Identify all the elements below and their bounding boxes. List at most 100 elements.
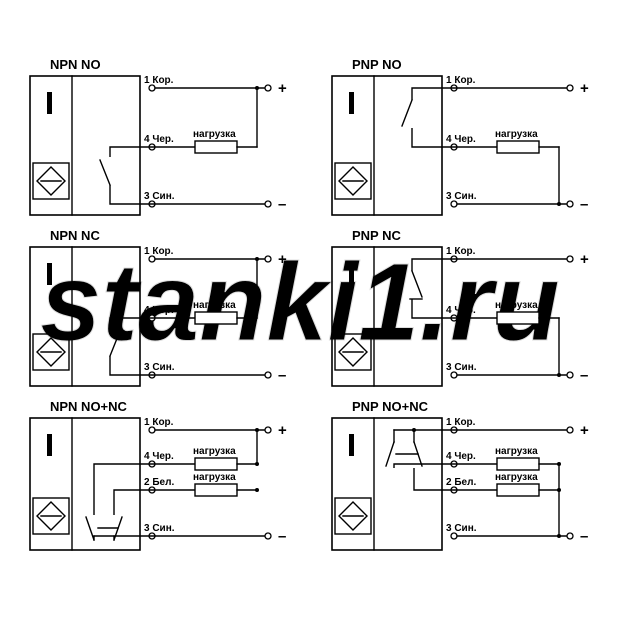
terminal-minus [264, 532, 272, 540]
sensor-i-symbol [47, 263, 52, 285]
switch-wire-nc-bottom [413, 468, 457, 491]
switch-wire-bottom [109, 356, 155, 376]
sensor-face-square [32, 162, 70, 200]
pin-label-black: 4 Чер. [446, 305, 476, 316]
panel-title: NPN NO+NC [50, 399, 128, 414]
terminal-minus [264, 200, 272, 208]
switch-wire-bottom [411, 128, 457, 148]
sensor-face-square [334, 162, 372, 200]
plus-label: + [580, 422, 589, 439]
load-resistor [194, 457, 238, 471]
junction-dot [557, 373, 561, 377]
panel-title: NPN NC [50, 228, 100, 243]
terminal-minus [566, 371, 574, 379]
pin-label-black: 4 Чер. [144, 134, 174, 145]
load-label: нагрузка [495, 446, 538, 457]
junction-dot [557, 202, 561, 206]
panel-6: PNP NO+NC1 Кор.4 Чер.2 Бел.3 Син.+–нагру… [331, 399, 589, 551]
switch-wire-bottom [411, 299, 457, 319]
sensor-face-diamond-icon [338, 337, 368, 367]
switch-wire-no-top [93, 463, 155, 515]
load-resistor [194, 140, 238, 154]
switch-blade-no [85, 516, 95, 541]
pin-label-black: 4 Чер. [446, 134, 476, 145]
terminal-plus [566, 84, 574, 92]
pin-label-white: 2 Бел. [446, 477, 476, 488]
minus-label: – [278, 367, 286, 384]
sensor-face-square [334, 497, 372, 535]
pin-label-brown: 1 Кор. [446, 417, 476, 428]
plus-label: + [580, 251, 589, 268]
load-label: нагрузка [495, 129, 538, 140]
junction-dot [557, 534, 561, 538]
terminal-minus [566, 532, 574, 540]
pin-label-brown: 1 Кор. [446, 246, 476, 257]
terminal-plus [566, 426, 574, 434]
load-resistor [496, 457, 540, 471]
pin-label-brown: 1 Кор. [446, 75, 476, 86]
plus-label: + [278, 422, 287, 439]
load-label: нагрузка [193, 129, 236, 140]
pin-label-blue: 3 Син. [144, 191, 175, 202]
switch-blade-nc [411, 270, 423, 298]
load-label: нагрузка [495, 300, 538, 311]
sensor-i-symbol [47, 434, 52, 456]
load-resistor [496, 483, 540, 497]
panel-4: PNP NC1 Кор.4 Чер.3 Син.+–нагрузка [331, 228, 589, 387]
sensor-i-symbol [47, 92, 52, 114]
panel-2: PNP NO1 Кор.4 Чер.3 Син.+–нагрузка [331, 57, 589, 216]
minus-label: – [278, 196, 286, 213]
sensor-face-diamond-icon [36, 166, 66, 196]
sensor-body [331, 75, 443, 216]
panel-title: NPN NO [50, 57, 101, 72]
sensor-face-diamond-icon [338, 166, 368, 196]
pin-label-brown: 1 Кор. [144, 417, 174, 428]
sensor-face-square [32, 333, 70, 371]
sensor-face-diamond-icon [36, 337, 66, 367]
pin-label-blue: 3 Син. [144, 362, 175, 373]
plus-label: + [278, 80, 287, 97]
sensor-face-diamond-icon [36, 501, 66, 531]
sensor-i-symbol [349, 263, 354, 285]
pin-label-black: 4 Чер. [144, 451, 174, 462]
minus-label: – [580, 196, 588, 213]
switch-wire-nc-top [113, 489, 155, 515]
pin-label-blue: 3 Син. [144, 523, 175, 534]
pin-label-black: 4 Чер. [446, 451, 476, 462]
load-label: нагрузка [193, 300, 236, 311]
watermark: stanki1.ru [40, 241, 560, 364]
minus-label: – [580, 367, 588, 384]
sensor-body [29, 246, 141, 387]
switch-blade-no [401, 99, 413, 127]
junction-dot [412, 428, 416, 432]
pin-label-brown: 1 Кор. [144, 75, 174, 86]
switch-wire-top [411, 258, 457, 271]
pin-label-blue: 3 Син. [446, 191, 477, 202]
panel-title: PNP NO+NC [352, 399, 429, 414]
switch-blade-no [385, 441, 395, 467]
load-label: нагрузка [193, 446, 236, 457]
pin-label-blue: 3 Син. [446, 362, 477, 373]
pin-label-black: 4 Чер. [144, 305, 174, 316]
plus-label: + [580, 80, 589, 97]
pin-label-brown: 1 Кор. [144, 246, 174, 257]
load-resistor [194, 311, 238, 325]
junction-dot [255, 488, 259, 492]
pin-label-blue: 3 Син. [446, 523, 477, 534]
load-label: нагрузка [193, 472, 236, 483]
terminal-plus [264, 255, 272, 263]
pin-label-white: 2 Бел. [144, 477, 174, 488]
junction-dot [255, 86, 259, 90]
switch-wire-top [109, 317, 155, 328]
terminal-minus [264, 371, 272, 379]
load-resistor [194, 483, 238, 497]
load-resistor [496, 140, 540, 154]
terminal-plus [264, 426, 272, 434]
minus-label: – [278, 528, 286, 545]
sensor-body [29, 417, 141, 551]
terminal-plus [566, 255, 574, 263]
junction-dot [255, 257, 259, 261]
sensor-body [331, 246, 443, 387]
